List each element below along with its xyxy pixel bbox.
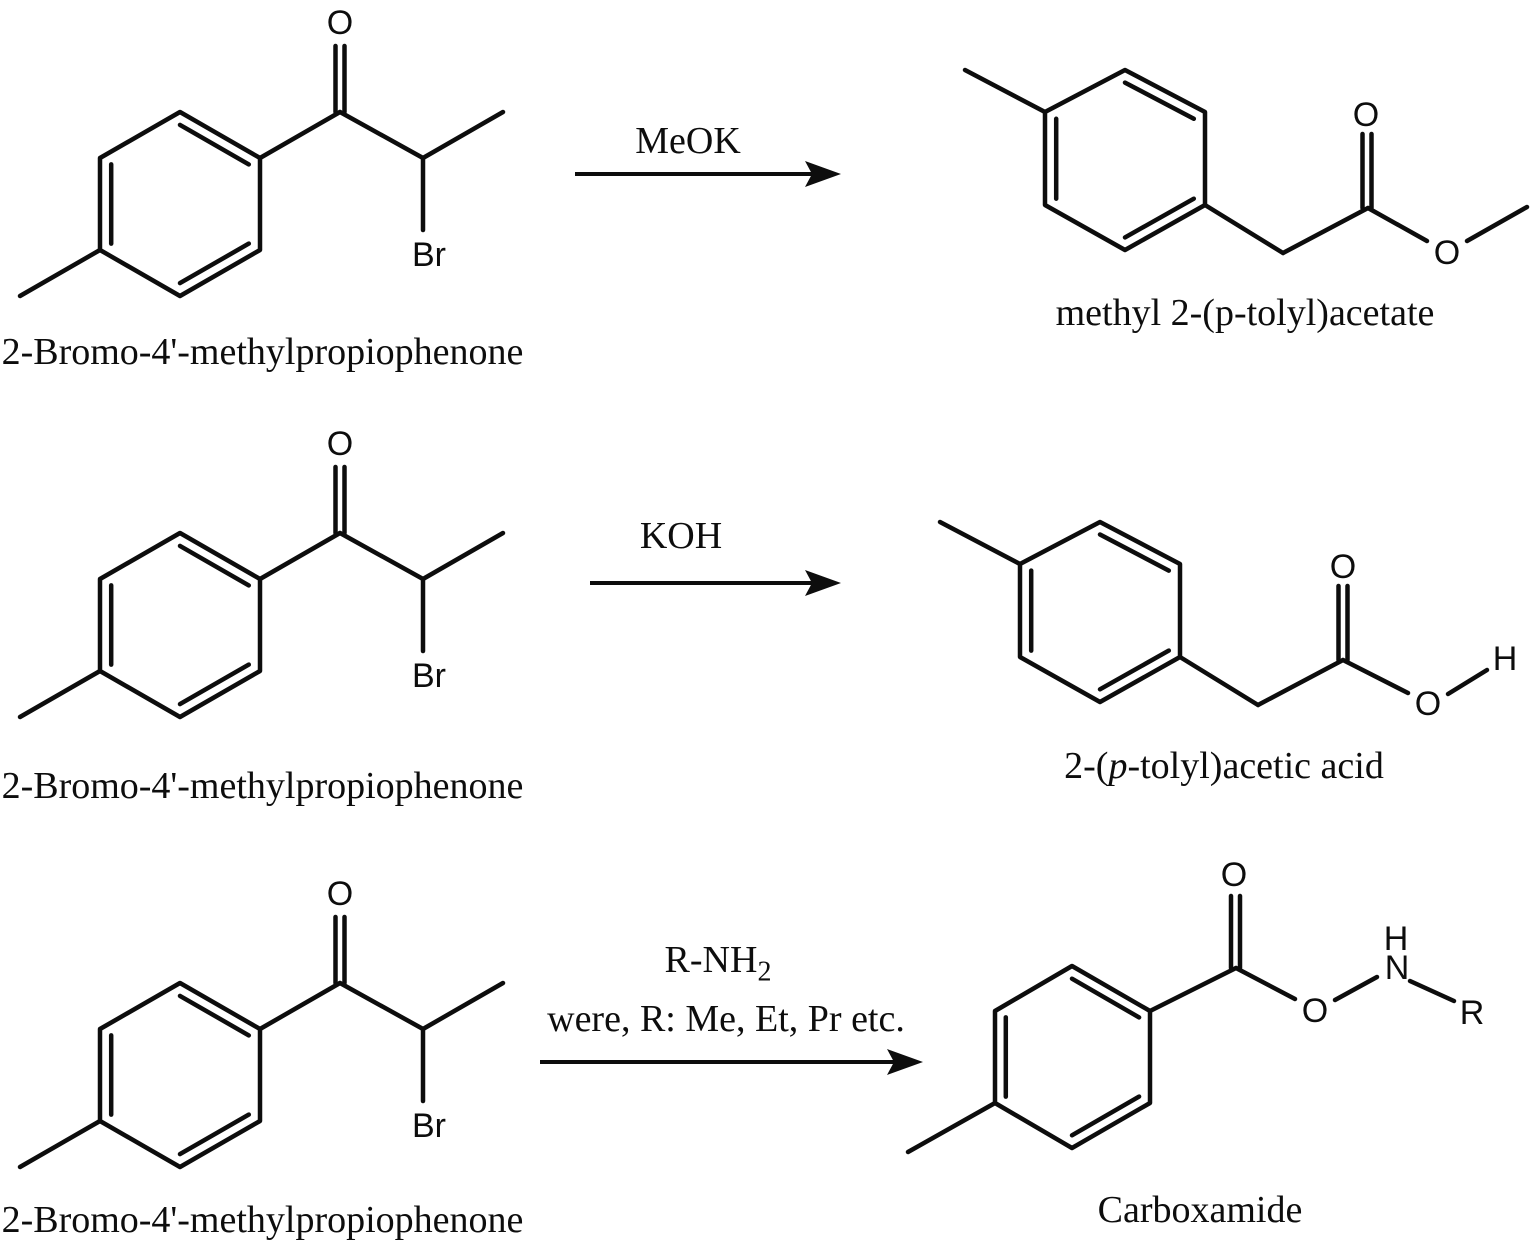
methyl-bond (17, 247, 103, 299)
hydroxyl-hydrogen-label: H (1493, 640, 1518, 678)
benzene-ring (1017, 519, 1183, 705)
product-row2-bonds (937, 519, 1490, 708)
product-row1-bonds (962, 67, 1530, 256)
carbonyl-oxygen-label: O (1353, 96, 1379, 134)
ester-oxygen-label: O (1302, 992, 1328, 1030)
bromine-label: Br (412, 1107, 446, 1145)
reagent-label-row3-line1: R-NH2 (568, 938, 868, 989)
benzene-ring (97, 980, 263, 1170)
reagent-amine-base: R-NH (664, 939, 758, 981)
caption-product-row2: 2-(p-tolyl)acetic acid (1024, 744, 1424, 788)
reactant-row2-bonds (17, 464, 506, 720)
methyl-bond (962, 67, 1048, 115)
reactant-row1-bonds (17, 43, 506, 299)
molecule-product-row2: O O H (937, 519, 1518, 723)
caption-product-row3: Carboxamide (1097, 1189, 1303, 1231)
arrowhead-icon (805, 570, 841, 596)
bromine-label: Br (412, 236, 446, 274)
reactant-row3-bonds (17, 914, 506, 1170)
reagent-label-row2: KOH (639, 515, 723, 557)
carbonyl-oxygen-label: O (1221, 856, 1247, 894)
reaction-arrow-row2 (590, 570, 841, 596)
benzene-ring (1042, 67, 1208, 253)
molecule-reactant-row3: O Br (17, 875, 506, 1170)
carbonyl-oxygen-label: O (327, 425, 353, 463)
reaction-arrow-row1 (575, 161, 841, 187)
amine-hydrogen-label: H (1384, 920, 1409, 958)
reagent-label-row1: MeOK (635, 120, 741, 162)
methyl-bond (937, 519, 1023, 567)
caption-product-row2-italic-p: p (1108, 745, 1128, 787)
caption-product-row2-post: -tolyl)acetic acid (1127, 745, 1384, 787)
hydroxyl-oxygen-label: O (1415, 685, 1441, 723)
r-group-label: R (1460, 994, 1485, 1032)
arrowhead-icon (887, 1049, 923, 1075)
ester-oxygen-label: O (1434, 234, 1460, 272)
molecule-product-row1: O O (962, 67, 1530, 272)
reaction-arrow-row3 (540, 1049, 923, 1075)
benzene-ring (97, 109, 263, 299)
arrowhead-icon (805, 161, 841, 187)
reagent-label-row3-line2: were, R: Me, Et, Pr etc. (547, 998, 905, 1040)
amine-nitrogen-label: N (1385, 949, 1410, 987)
benzene-ring (97, 530, 263, 720)
reagent-amine-subscript: 2 (757, 956, 772, 988)
methyl-bond (905, 1100, 998, 1155)
molecule-reactant-row2: O Br (17, 425, 506, 720)
molecule-product-row3: O O H N R (905, 856, 1485, 1155)
molecule-reactant-row1: O Br (17, 4, 506, 299)
caption-product-row1: methyl 2-(p-tolyl)acetate (1055, 292, 1435, 334)
caption-product-row2-pre: 2-( (1064, 745, 1109, 787)
benzene-ring (992, 963, 1153, 1151)
caption-reactant-row2: 2-Bromo-4'-methylpropiophenone (1, 765, 524, 807)
methyl-bond (17, 1118, 103, 1170)
carbonyl-oxygen-label: O (327, 4, 353, 42)
methyl-bond (17, 668, 103, 720)
caption-reactant-row3: 2-Bromo-4'-methylpropiophenone (1, 1199, 524, 1241)
carbonyl-oxygen-label: O (1330, 548, 1356, 586)
caption-reactant-row1: 2-Bromo-4'-methylpropiophenone (1, 331, 524, 373)
bromine-label: Br (412, 657, 446, 695)
carbonyl-oxygen-label: O (327, 875, 353, 913)
product-row3-bonds (905, 893, 1457, 1155)
